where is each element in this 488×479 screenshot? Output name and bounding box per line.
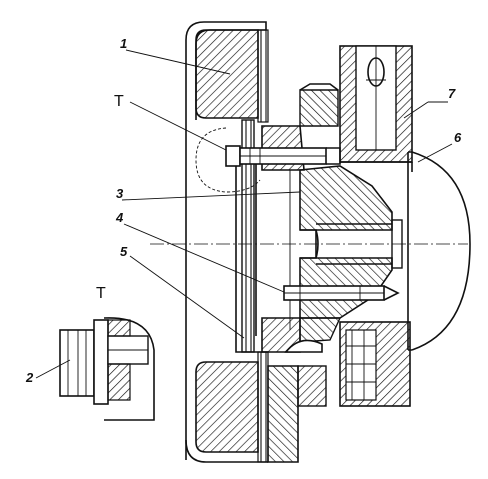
upper-clamp xyxy=(195,83,341,193)
label-4: 4 xyxy=(115,210,124,225)
leader-lines xyxy=(121,49,453,339)
hub-body xyxy=(289,165,403,330)
label-6: 6 xyxy=(454,130,462,145)
bolt-detail-icon xyxy=(35,317,155,421)
label-3: 3 xyxy=(116,186,124,201)
caliper-lower xyxy=(339,321,411,407)
label-7: 7 xyxy=(448,86,456,101)
rim-upper xyxy=(185,21,269,460)
label-5: 5 xyxy=(120,244,128,259)
lower-clamp xyxy=(261,317,342,353)
disc-plate xyxy=(235,119,268,353)
label-t-detail: T xyxy=(96,285,106,302)
label-t-main: T xyxy=(114,93,124,110)
label-1: 1 xyxy=(120,36,127,51)
cover-cap xyxy=(407,151,471,351)
label-2: 2 xyxy=(25,370,34,385)
caliper-upper xyxy=(339,45,413,172)
rim-lower xyxy=(185,351,327,463)
lower-bolt xyxy=(283,285,400,301)
